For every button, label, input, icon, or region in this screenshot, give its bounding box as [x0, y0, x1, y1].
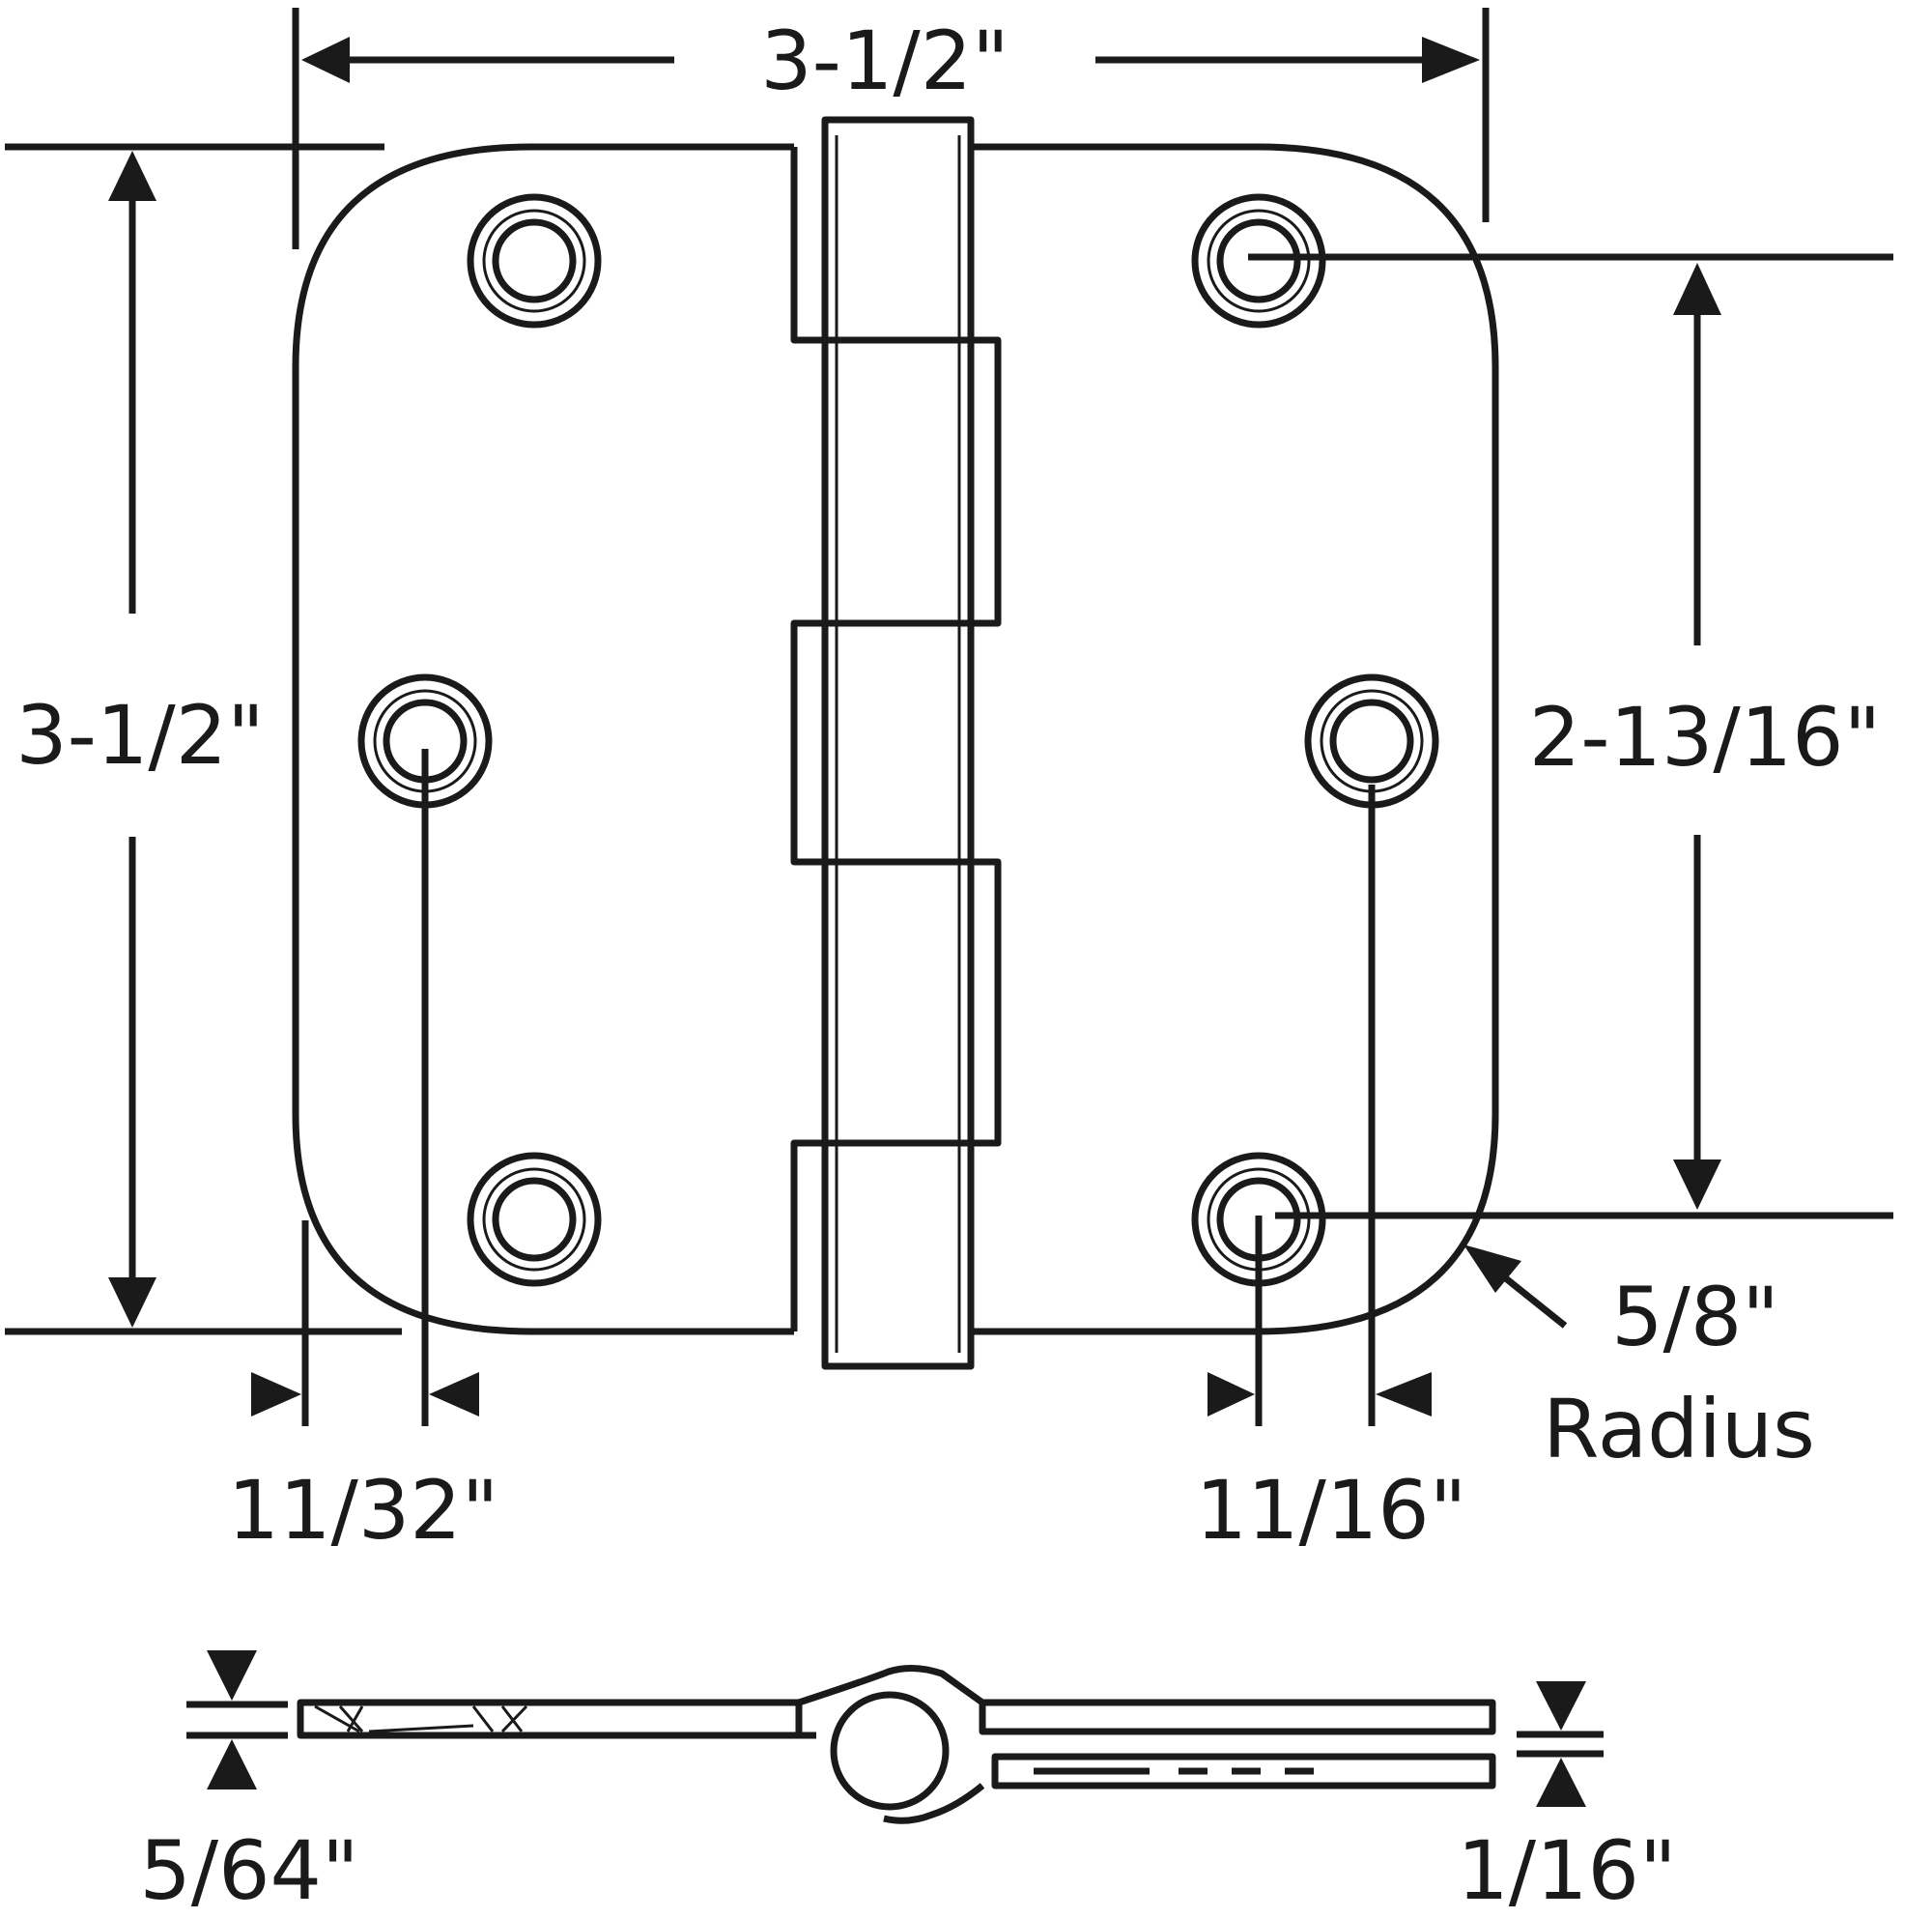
side-hinge-pin [830, 1691, 950, 1811]
hole-spacing-arrow-top-icon [1673, 263, 1721, 315]
hinge-side-view [297, 1665, 1496, 1824]
left-knuckle-notch-mid [790, 619, 825, 866]
edge-to-hole-right-label: 11/16" [1196, 1463, 1467, 1558]
side-right-leaf-bottom [991, 1753, 1496, 1789]
right-leaf-outline [971, 143, 1499, 1335]
radius-callout: 5/8" Radius [1463, 1245, 1815, 1476]
hole-spacing-label: 2-13/16" [1529, 690, 1881, 785]
height-label: 3-1/2" [15, 688, 265, 783]
dimension-height: 3-1/2" [5, 143, 402, 1335]
side-knuckle-top [797, 1665, 985, 1706]
right-knuckle-notch-top [971, 336, 1002, 627]
hole-spacing-arrow-bottom-icon [1673, 1159, 1721, 1210]
thickness-right-arrow-bottom-icon [1536, 1758, 1586, 1807]
edge-to-hole-left-label: 11/32" [228, 1463, 499, 1558]
screw-hole-bottom-left [467, 1152, 602, 1287]
screw-hole-top-left [467, 193, 602, 329]
dimension-edge-to-hole-left: 11/32" [228, 749, 499, 1558]
dimension-thickness-left: 5/64" [139, 1650, 359, 1918]
left-leaf-outline [292, 143, 794, 1335]
screw-holes [357, 193, 1439, 1287]
width-arrow-right-icon [1422, 37, 1480, 83]
radius-value-label: 5/8" [1611, 1270, 1779, 1364]
radius-word-label: Radius [1543, 1382, 1815, 1476]
screw-hole-top-right [1191, 193, 1326, 329]
dimension-hole-spacing: 2-13/16" [1248, 253, 1893, 1219]
thickness-right-arrow-top-icon [1536, 1681, 1586, 1731]
edge-left-arrow-2-icon [429, 1372, 479, 1417]
dimension-width: 3-1/2" [292, 8, 1490, 249]
side-left-leaf-hatch [314, 1704, 528, 1733]
thickness-left-arrow-bottom-icon [207, 1739, 257, 1789]
side-knuckle-bottom [799, 1732, 985, 1824]
height-arrow-top-icon [108, 151, 156, 201]
thickness-left-label: 5/64" [139, 1823, 358, 1918]
edge-right-arrow-icon [1208, 1372, 1255, 1417]
thickness-left-arrow-top-icon [207, 1650, 257, 1701]
hinge-plate [292, 116, 1499, 1370]
edge-right-arrow-2-icon [1376, 1372, 1432, 1417]
left-knuckle-notch-bottom [790, 1139, 825, 1331]
width-label: 3-1/2" [760, 14, 1009, 108]
radius-arrow-icon [1463, 1245, 1521, 1293]
side-right-leaf-top [979, 1699, 1496, 1735]
hinge-barrel [821, 116, 975, 1370]
right-knuckle-notch-bottom [971, 858, 1002, 1147]
dimension-thickness-right: 1/16" [1457, 1681, 1677, 1918]
side-left-leaf [297, 1699, 803, 1739]
left-knuckle-notch-top [790, 147, 825, 344]
height-arrow-bottom-icon [108, 1277, 156, 1328]
edge-left-arrow-icon [251, 1372, 301, 1417]
width-arrow-left-icon [301, 37, 350, 83]
thickness-right-label: 1/16" [1457, 1823, 1676, 1918]
dimension-edge-to-hole-right: 11/16" [1196, 785, 1467, 1558]
